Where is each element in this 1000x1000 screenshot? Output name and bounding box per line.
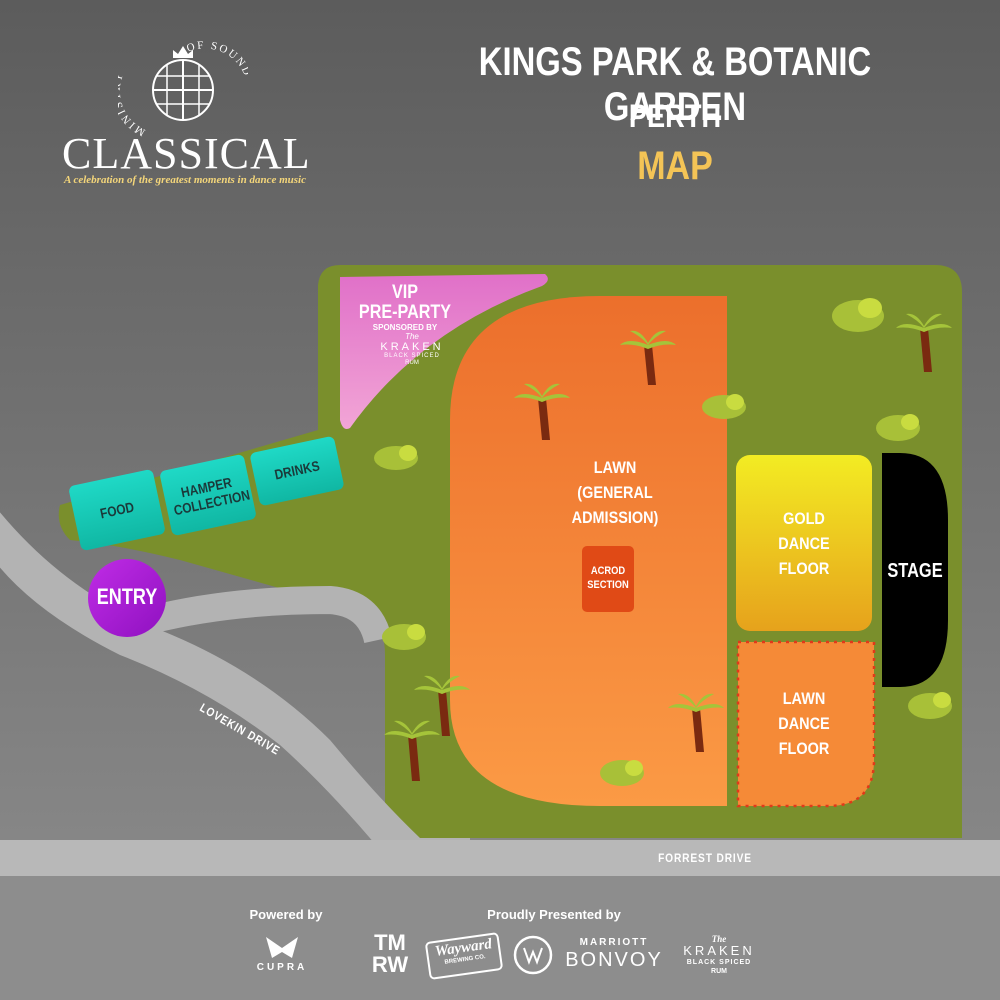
lawn-dance-floor-label: LAWN DANCE FLOOR [755,686,854,761]
tmrw-logo: TM RW [364,932,416,976]
lawn-label: LAWN (GENERAL ADMISSION) [551,455,679,530]
map-subtitle: MAP [637,144,713,188]
vip-title-1: VIP [391,282,419,303]
lawn-label-3: ADMISSION) [571,508,659,527]
lovekin-drive-road [0,512,470,850]
vip-title-2: PRE-PARTY [358,302,452,323]
forrest-drive-road [0,840,1000,876]
kraken-the: The [711,934,727,944]
marriott-text: MARRIOTT [579,937,649,948]
acrod-label-1: ACROD [590,565,626,577]
kraken-sub: BLACK SPICED [686,959,752,966]
page-title: KINGS PARK & BOTANIC GARDEN [478,40,872,129]
tmrw-top: TM [374,930,406,955]
lawn-dance-label-2: DANCE [778,714,830,733]
stage [882,453,948,687]
lawn-dance-label-1: LAWN [782,689,826,708]
gold-label-3: FLOOR [778,559,830,578]
gold-dance-floor-label: GOLD DANCE FLOOR [755,506,854,581]
vip-label: VIP PRE-PARTY SPONSORED BY The KRAKEN BL… [345,283,465,367]
gold-label-2: DANCE [778,534,830,553]
logo-tagline: A celebration of the greatest moments in… [64,174,306,186]
gold-label-1: GOLD [783,509,825,528]
palm-trees [384,313,952,781]
acrod-label: ACROD SECTION [583,564,634,592]
city-title: PERTH [628,98,722,134]
stage-label: STAGE [887,560,943,582]
wayward-circle-icon [513,935,553,975]
tmrw-bottom: RW [371,952,409,977]
acrod-section [582,546,634,612]
food-box [69,469,165,551]
forrest-drive-label: FORREST DRIVE [658,851,752,865]
vip-sponsor-rum: RUM [405,360,419,366]
entry-label: ENTRY [96,584,158,609]
entry-circle [88,559,166,637]
vip-sponsor-sub: BLACK SPICED [384,353,440,359]
powered-by-label: Powered by [249,907,323,922]
vip-sponsor-name: KRAKEN [380,341,444,353]
vip-sponsored-by: SPONSORED BY [372,323,438,332]
hamper-box [160,454,256,536]
cupra-logo-text: CUPRA [256,962,308,973]
bushes [374,298,952,786]
bonvoy-text: BONVOY [565,949,663,971]
acrod-label-2: SECTION [587,579,629,591]
logo-wordmark: CLASSICAL [62,129,311,178]
kraken-rum: RUM [711,968,727,975]
logo-arc-text: MINISTRY OF SOUND [118,39,248,138]
presented-by-label: Proudly Presented by [487,907,621,922]
ministry-of-sound-emblem [152,46,214,121]
marriott-bonvoy-logo: MARRIOTT BONVOY [564,937,664,971]
vip-sponsor-the: The [405,332,419,341]
lawn-dance-label-3: FLOOR [778,739,830,758]
lawn-dance-floor [736,640,876,808]
cupra-icon [266,937,298,958]
footer-panel [0,876,1000,1000]
kraken-name: KRAKEN [683,943,755,958]
gold-dance-floor [736,455,872,631]
wayward-badge [425,932,503,980]
drinks-box [250,436,344,506]
lawn-label-2: (GENERAL [577,483,653,502]
kraken-logo: The KRAKEN BLACK SPICED RUM [676,934,762,976]
vip-pre-party-area [340,274,548,429]
svg-text:OF SOUND: OF SOUND [185,39,248,79]
lawn-label-1: LAWN [593,458,637,477]
